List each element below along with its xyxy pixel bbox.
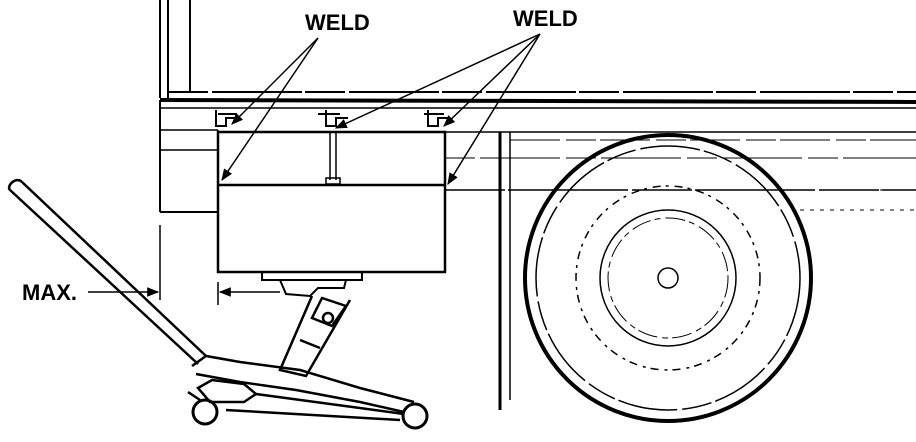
max-dimension bbox=[88, 225, 280, 305]
max-dimension-label: MAX. bbox=[22, 280, 77, 305]
weld-label-right: WELD bbox=[513, 6, 578, 31]
weld-label-left: WELD bbox=[305, 10, 370, 35]
frame-right-members bbox=[800, 189, 916, 211]
jack-base bbox=[187, 354, 429, 430]
cross-member-channels bbox=[215, 110, 448, 127]
weld-leader-lines bbox=[221, 33, 541, 186]
trailer-wheel bbox=[523, 133, 813, 423]
trailer-upper-frame bbox=[159, 0, 916, 98]
jack-handle bbox=[7, 178, 207, 365]
jack-saddle bbox=[261, 271, 363, 298]
jack-lift-arm bbox=[278, 295, 352, 378]
axle-mount-box bbox=[216, 130, 447, 274]
